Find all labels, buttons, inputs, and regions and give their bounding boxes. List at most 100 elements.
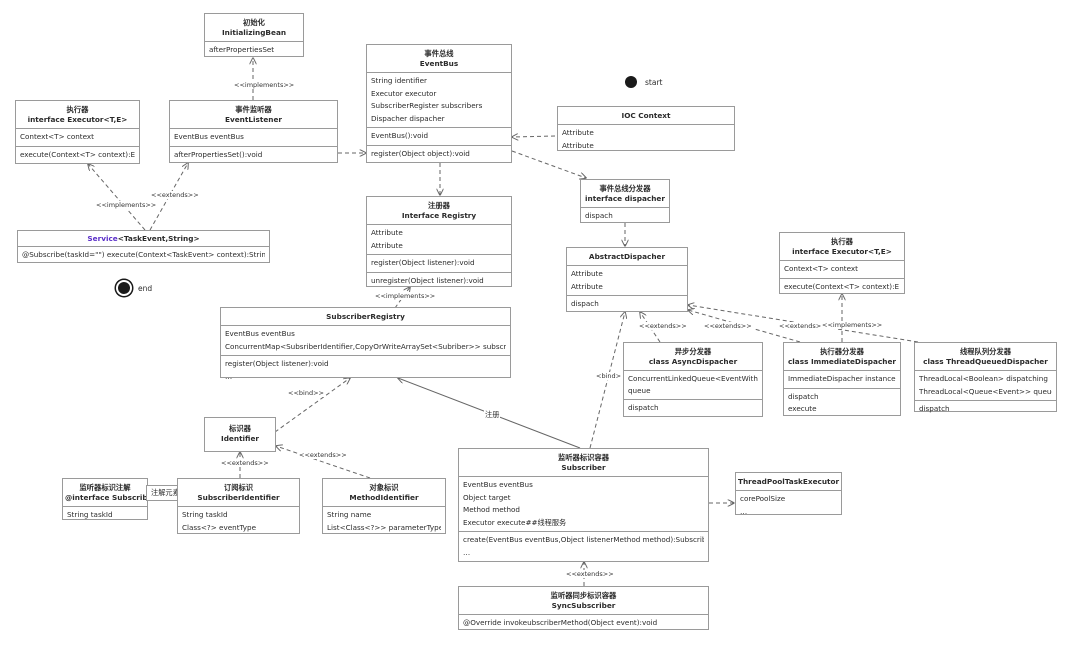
class-name: InitializingBean <box>221 28 287 37</box>
class-name: class AsyncDispacher <box>648 357 738 366</box>
class-member: SubscriberRegister subscribers <box>371 101 483 110</box>
class-ioc-context[interactable]: IOC Context Attribute Attribute <box>557 106 735 151</box>
class-service[interactable]: Service<TaskEvent,String> @Subscribe(tas… <box>17 230 270 263</box>
class-member: Attribute <box>371 240 403 250</box>
class-cn-name: 初始化 <box>243 18 265 27</box>
class-member: register(Object object):void <box>371 148 470 158</box>
edge-label-implements-executor-right: <<implements>> <box>821 321 884 329</box>
start-label: start <box>645 77 663 87</box>
class-member: Attribute <box>562 128 594 137</box>
class-member: dispach <box>585 211 613 220</box>
class-member: Context<T> context <box>784 264 858 273</box>
class-subscribe-annotation[interactable]: 监听器标识注解@interface Subscribe String taskI… <box>62 478 153 520</box>
class-member: … <box>740 506 748 516</box>
class-member: execute <box>788 404 817 413</box>
class-member: … <box>225 371 233 381</box>
class-cn-name: 对象标识 <box>369 483 399 492</box>
class-name: interface Executor<T,E> <box>27 115 128 124</box>
class-name: Identifier <box>220 434 260 443</box>
class-member: Executor executor <box>371 88 437 98</box>
class-subscriber-registry[interactable]: SubscriberRegistry EventBus eventBus Con… <box>220 307 511 381</box>
class-member: ThreadLocal<Boolean> dispatching <box>919 374 1048 383</box>
class-member: @Subscribe(taskId="") execute(Context<Ta… <box>22 250 265 259</box>
class-member: String name <box>327 510 372 519</box>
class-member: EventBus eventBus <box>174 132 244 141</box>
edge-label-extends-identifier: <<extends>> <box>220 459 270 467</box>
edge-label-extends-listener: <<extends>> <box>150 191 200 199</box>
class-member: EventBus eventBus <box>463 480 533 489</box>
class-cn-name: 执行器 <box>831 237 853 246</box>
class-member: register(Object listener):void <box>225 359 329 368</box>
class-member: ThreadLocal<Queue<Event>> queue <box>919 386 1052 396</box>
class-member: afterPropertiesSet():void <box>174 149 263 159</box>
class-cn-name: 订阅标识 <box>223 483 254 492</box>
class-name: @interface Subscribe <box>65 493 153 502</box>
edge-subscriber-abstract <box>589 312 625 449</box>
class-name: class ImmediateDispacher <box>787 357 897 366</box>
class-cn-name: 异步分发器 <box>674 347 712 356</box>
class-member: dispach <box>571 299 599 308</box>
class-member: Attribute <box>571 269 603 278</box>
class-member: EventBus eventBus <box>225 329 295 338</box>
class-name: EventListener <box>224 115 283 124</box>
class-name: EventBus <box>419 59 459 68</box>
class-member: ImmediateDispacher instance <box>788 374 896 383</box>
class-member: ConcurrentMap<SubsriberIdentifier,CopyOr… <box>225 341 506 351</box>
edge-label-implements-bean: <<implements>> <box>233 81 296 89</box>
service-stereotype: Service <box>87 234 118 243</box>
class-member: dispatch <box>628 403 659 412</box>
class-member: Dispacher dispacher <box>371 113 445 123</box>
class-member: afterPropertiesSet <box>209 45 275 54</box>
edge-label-register: 注册 <box>484 410 501 420</box>
class-member: Context<T> context <box>20 132 94 141</box>
edge-threadqueue-abstract <box>688 305 919 343</box>
class-member: Executor execute##线程服务 <box>463 517 567 527</box>
edge-ioc-bus <box>512 136 556 137</box>
class-cn-name: 线程队列分发器 <box>959 347 1012 356</box>
class-member: ConcurrentLinkedQueue<EventWithSubscribe… <box>628 374 758 395</box>
edge-label-extends-sync: <<extends>> <box>565 570 615 578</box>
class-member: Attribute <box>571 281 603 291</box>
class-cn-name: 监听器标识注解 <box>79 483 131 492</box>
class-member: Method method <box>463 505 520 514</box>
class-name: SyncSubscriber <box>551 601 616 610</box>
class-member: dispatch <box>788 391 819 401</box>
annotation-note: 注解元素 <box>146 485 185 501</box>
edge-identifier-subreg <box>274 378 350 433</box>
class-name: Subscriber <box>561 463 606 472</box>
class-member: String taskId <box>182 510 228 519</box>
class-name: SubscriberRegistry <box>326 312 405 321</box>
class-member: @Override invokeubscriberMethod(Object e… <box>463 618 658 627</box>
class-member: List<Class<?>> parameterTypes <box>327 522 441 532</box>
end-dot-icon <box>118 282 130 294</box>
class-cn-name: 执行器分发器 <box>820 347 864 356</box>
edge-bus-dispacher <box>511 150 586 178</box>
class-member: String identifier <box>371 76 427 85</box>
edge-subreg-registry <box>394 287 410 309</box>
class-name: interface dispacher <box>585 194 665 203</box>
class-member: execute(Context<T> context):E <box>20 149 135 159</box>
edge-label-implements-executor-left: <<implements>> <box>95 201 158 209</box>
class-name: IOC Context <box>621 111 671 120</box>
class-member: … <box>463 547 471 557</box>
class-thread-pool[interactable]: ThreadPoolTaskExecutor corePoolSize … <box>735 472 842 516</box>
edge-methodid-identifier <box>276 446 371 479</box>
class-abstract-dispacher[interactable]: AbstractDispacher Attribute Attribute di… <box>566 247 688 312</box>
edge-label-implements-registry: <<implements>> <box>374 292 437 300</box>
end-label: end <box>138 283 153 293</box>
